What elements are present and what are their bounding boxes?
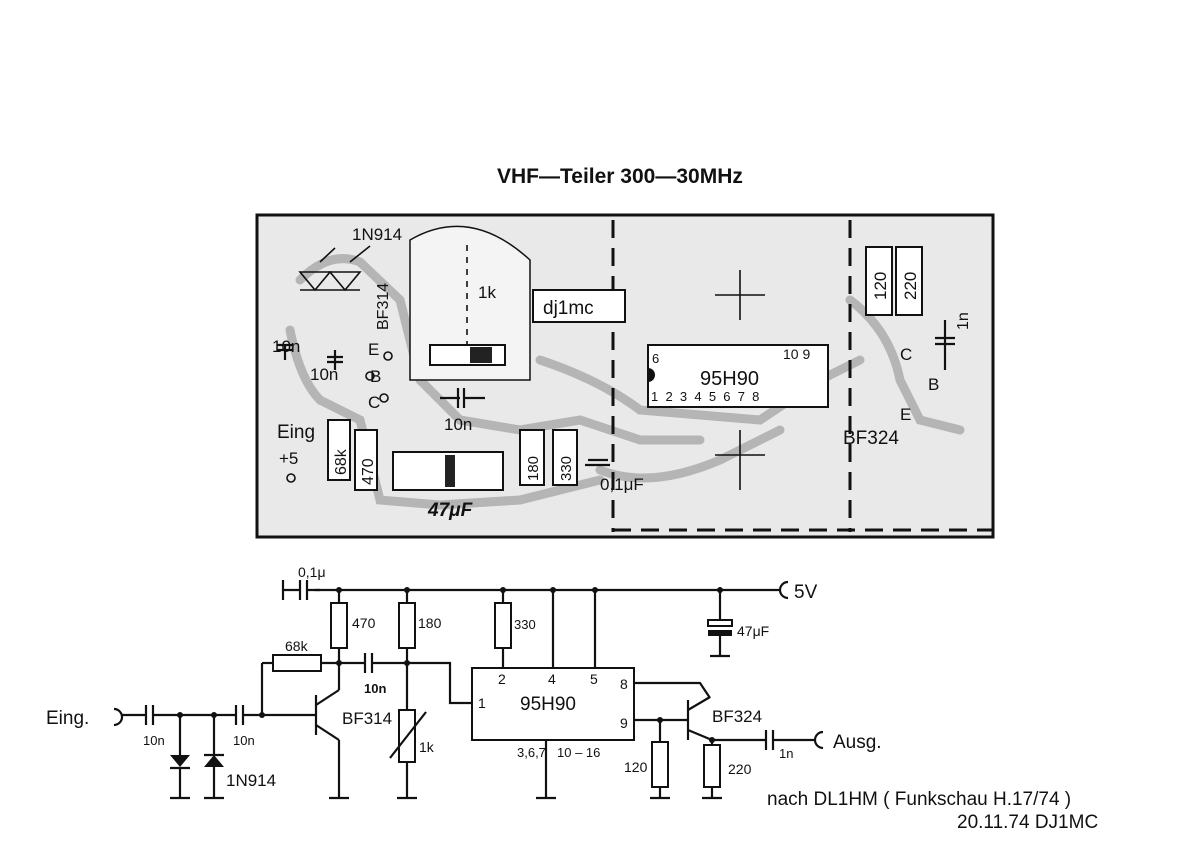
layout-ic-pins-bottom: 1 2 3 4 5 6 7 8 xyxy=(651,389,759,404)
sch-transistor-out-label: BF324 xyxy=(712,707,762,726)
sch-cap-01-label: 0,1μ xyxy=(298,564,326,580)
layout-ic-label: 95H90 xyxy=(700,368,759,390)
layout-out-b: B xyxy=(928,375,939,394)
layout-r330-label: 330 xyxy=(558,456,575,481)
credit-note: nach DL1HM ( Funkschau H.17/74 ) xyxy=(767,789,1071,810)
sch-elko-label: 47μF xyxy=(737,623,769,639)
sch-supply-label: 5V xyxy=(794,582,818,603)
layout-cap-10n-c: 10n xyxy=(444,415,472,434)
pcb-layout: 1N914 BF314 1k dj1mc 10n 10n 10n E B C E… xyxy=(255,213,995,539)
sch-r220 xyxy=(703,744,721,788)
layout-r180-label: 180 xyxy=(525,456,542,481)
layout-bf314-label: BF314 xyxy=(375,283,392,330)
layout-input-label: Eing xyxy=(277,422,315,443)
layout-ic-pins-top: 10 9 xyxy=(783,346,810,362)
sch-r330 xyxy=(494,602,512,649)
schematic: 0,1μ 5V 470 180 330 47μF xyxy=(46,564,882,800)
sch-ic-pin8: 8 xyxy=(620,676,628,692)
layout-pin-b: B xyxy=(370,367,381,386)
layout-r470 xyxy=(354,429,378,491)
drawing-title: VHF—Teiler 300—30MHz xyxy=(497,165,743,188)
sch-r68k-label: 68k xyxy=(285,638,309,654)
sch-r470 xyxy=(330,602,348,649)
layout-diode-label: 1N914 xyxy=(352,225,402,244)
layout-r180 xyxy=(519,429,545,486)
diode-pair-icon xyxy=(298,245,371,292)
layout-out-e: E xyxy=(900,405,911,424)
sch-ic-pin5: 5 xyxy=(590,671,598,687)
layout-r220-label: 220 xyxy=(901,272,920,300)
layout-pot-body xyxy=(429,344,506,366)
layout-r330 xyxy=(552,429,578,486)
layout-out-c: C xyxy=(900,345,912,364)
sch-r120-label: 120 xyxy=(624,759,648,775)
layout-r120-label: 120 xyxy=(871,272,890,300)
sch-cap-in2-label: 10n xyxy=(233,733,255,748)
date-signature: 20.11.74 DJ1MC xyxy=(957,812,1098,833)
layout-ic-pin6: 6 xyxy=(652,351,659,366)
layout-pin-c: C xyxy=(368,393,380,412)
sch-transistor-out-icon xyxy=(686,696,713,742)
sch-transistor-in-label: BF314 xyxy=(342,709,392,728)
sch-diode-icon xyxy=(170,715,224,800)
layout-cap-1n-label: 1n xyxy=(955,312,972,330)
layout-elko-label: 47μF xyxy=(427,500,474,521)
sch-ic-pin9: 9 xyxy=(620,715,628,731)
sch-ic-pin1: 1 xyxy=(478,695,486,711)
layout-cap-10n-b: 10n xyxy=(310,365,338,384)
sch-transistor-in-icon xyxy=(314,663,349,800)
sch-cap-in1-label: 10n xyxy=(143,733,165,748)
layout-r120 xyxy=(865,246,893,316)
layout-callsign-box xyxy=(532,289,626,323)
sch-ic-pins-nc: 10 – 16 xyxy=(557,745,600,760)
sch-r470-label: 470 xyxy=(352,615,376,631)
sch-ic-pins-gnd: 3,6,7 xyxy=(517,745,546,760)
sch-r68k xyxy=(272,654,322,672)
layout-pin-e: E xyxy=(368,340,379,359)
sch-input-label: Eing. xyxy=(46,708,89,729)
sch-pot-label: 1k xyxy=(419,739,435,755)
layout-r68k-label: 68k xyxy=(333,448,350,475)
sch-cap-coupling-label: 10n xyxy=(364,681,386,696)
sch-diode-label: 1N914 xyxy=(226,771,276,790)
sch-ic-pin2: 2 xyxy=(498,671,506,687)
layout-r220 xyxy=(895,246,923,316)
sch-r180-label: 180 xyxy=(418,615,442,631)
sch-output-label: Ausg. xyxy=(833,732,882,753)
layout-r470-label: 470 xyxy=(360,458,377,485)
layout-cap-01-label: 0,1μF xyxy=(600,475,644,494)
sch-r220-label: 220 xyxy=(728,761,752,777)
sch-r180 xyxy=(398,602,416,649)
layout-bf324-label: BF324 xyxy=(843,428,899,449)
layout-r68k xyxy=(327,419,351,481)
layout-supply-label: +5 xyxy=(279,449,298,468)
sch-r330-label: 330 xyxy=(514,617,536,632)
sch-ic-label: 95H90 xyxy=(520,694,576,715)
layout-cap-10n-a: 10n xyxy=(272,337,300,356)
sch-cap-1n-label: 1n xyxy=(779,746,793,761)
sch-ic-body xyxy=(471,667,635,741)
sch-ic-pin4: 4 xyxy=(548,671,556,687)
sch-r120 xyxy=(651,741,669,788)
layout-callsign: dj1mc xyxy=(543,298,594,319)
layout-pot-label: 1k xyxy=(478,283,496,302)
